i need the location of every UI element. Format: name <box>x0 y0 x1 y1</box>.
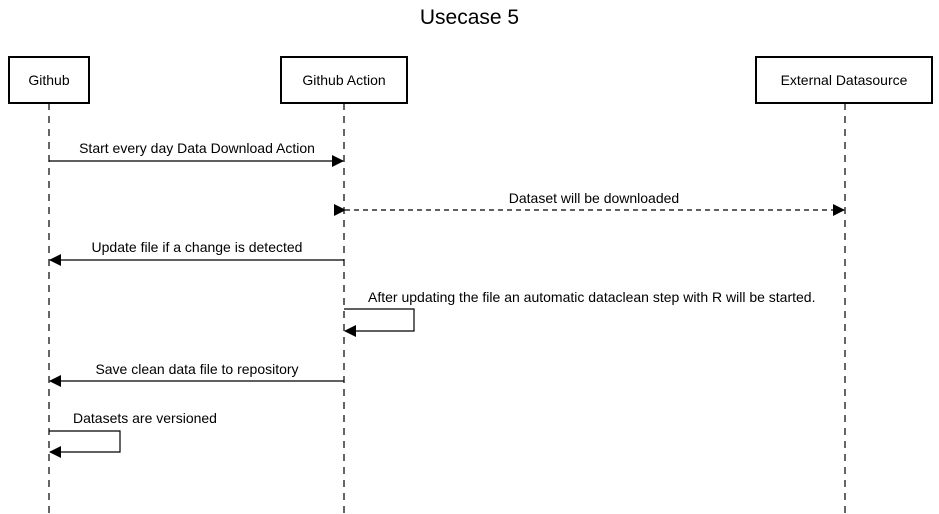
message-arrow <box>344 308 415 337</box>
message-label: Datasets are versioned <box>73 410 217 426</box>
message-dataclean-step: After updating the file an automatic dat… <box>344 289 815 337</box>
message-dataset-download: Dataset will be downloaded <box>334 190 845 216</box>
participant-external-datasource[interactable]: External Datasource <box>755 56 933 104</box>
participant-github-action[interactable]: Github Action <box>280 56 408 104</box>
message-datasets-versioned: Datasets are versioned <box>49 410 217 458</box>
message-save-clean-data: Save clean data file to repository <box>49 361 344 387</box>
message-label: Save clean data file to repository <box>95 361 298 377</box>
message-arrow <box>49 430 121 458</box>
diagram-title: Usecase 5 <box>419 6 520 29</box>
message-label: Update file if a change is detected <box>92 239 303 255</box>
participant-github[interactable]: Github <box>8 56 90 104</box>
participant-label: Github Action <box>302 72 385 88</box>
message-label: Start every day Data Download Action <box>79 140 315 156</box>
message-start-download: Start every day Data Download Action <box>49 140 344 167</box>
participant-label: Github <box>28 72 69 88</box>
message-label: Dataset will be downloaded <box>509 190 679 206</box>
participant-label: External Datasource <box>781 72 908 88</box>
message-update-file: Update file if a change is detected <box>49 239 344 266</box>
message-label: After updating the file an automatic dat… <box>368 289 815 305</box>
